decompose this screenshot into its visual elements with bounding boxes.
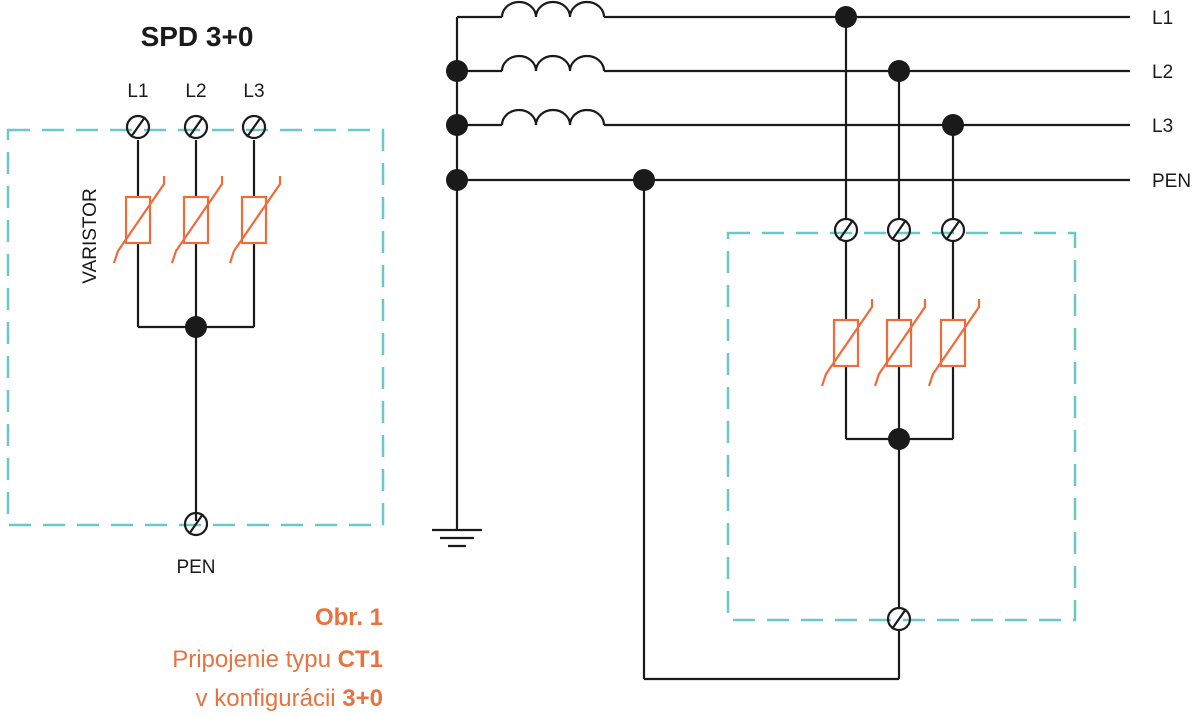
caption-line-2: Pripojenie typu CT1	[172, 646, 383, 673]
installed-terminal-l2	[886, 217, 912, 243]
varistor-label: VARISTOR	[80, 188, 101, 283]
spd-terminal-l3	[241, 114, 267, 140]
installed-varistor-l1	[820, 299, 874, 387]
installed-terminal-l3	[940, 217, 966, 243]
spd-varistor-l2	[170, 176, 224, 264]
spd-varistor-l1	[112, 176, 166, 264]
line-label-l3: L3	[1152, 116, 1173, 137]
line-label-l2: L2	[1152, 62, 1173, 83]
spd-schematic: SPD 3+0 L1 L2 L3	[6, 21, 385, 578]
spd-terminal-label-l3: L3	[243, 81, 264, 102]
installed-spd-enclosure	[726, 231, 1077, 622]
installed-varistor-l3	[927, 299, 981, 387]
figure-caption: Obr. 1 Pripojenie typu CT1 v konfiguráci…	[172, 604, 383, 712]
spd-terminal-pen	[183, 511, 209, 537]
spd-terminal-l1	[125, 114, 151, 140]
caption-figure-number: Obr. 1	[315, 604, 383, 631]
line-label-pen: PEN	[1152, 171, 1191, 192]
ground-symbol	[432, 528, 482, 548]
spd-terminal-l2	[183, 114, 209, 140]
spd-terminal-label-l1: L1	[127, 81, 148, 102]
network-wiring: L1 L2 L3 PEN	[432, 0, 1191, 681]
spd-bus-junction	[185, 316, 207, 338]
installed-varistor-l2	[873, 299, 927, 387]
spd-varistor-l3	[228, 176, 282, 264]
spd-terminal-label-l2: L2	[185, 81, 206, 102]
caption-line-3: v konfigurácii 3+0	[196, 685, 383, 712]
installed-terminal-l1	[833, 217, 859, 243]
spd-title: SPD 3+0	[141, 21, 254, 52]
spd-pen-label: PEN	[176, 557, 215, 578]
line-label-l1: L1	[1152, 8, 1173, 29]
installed-terminal-pen	[886, 606, 912, 632]
